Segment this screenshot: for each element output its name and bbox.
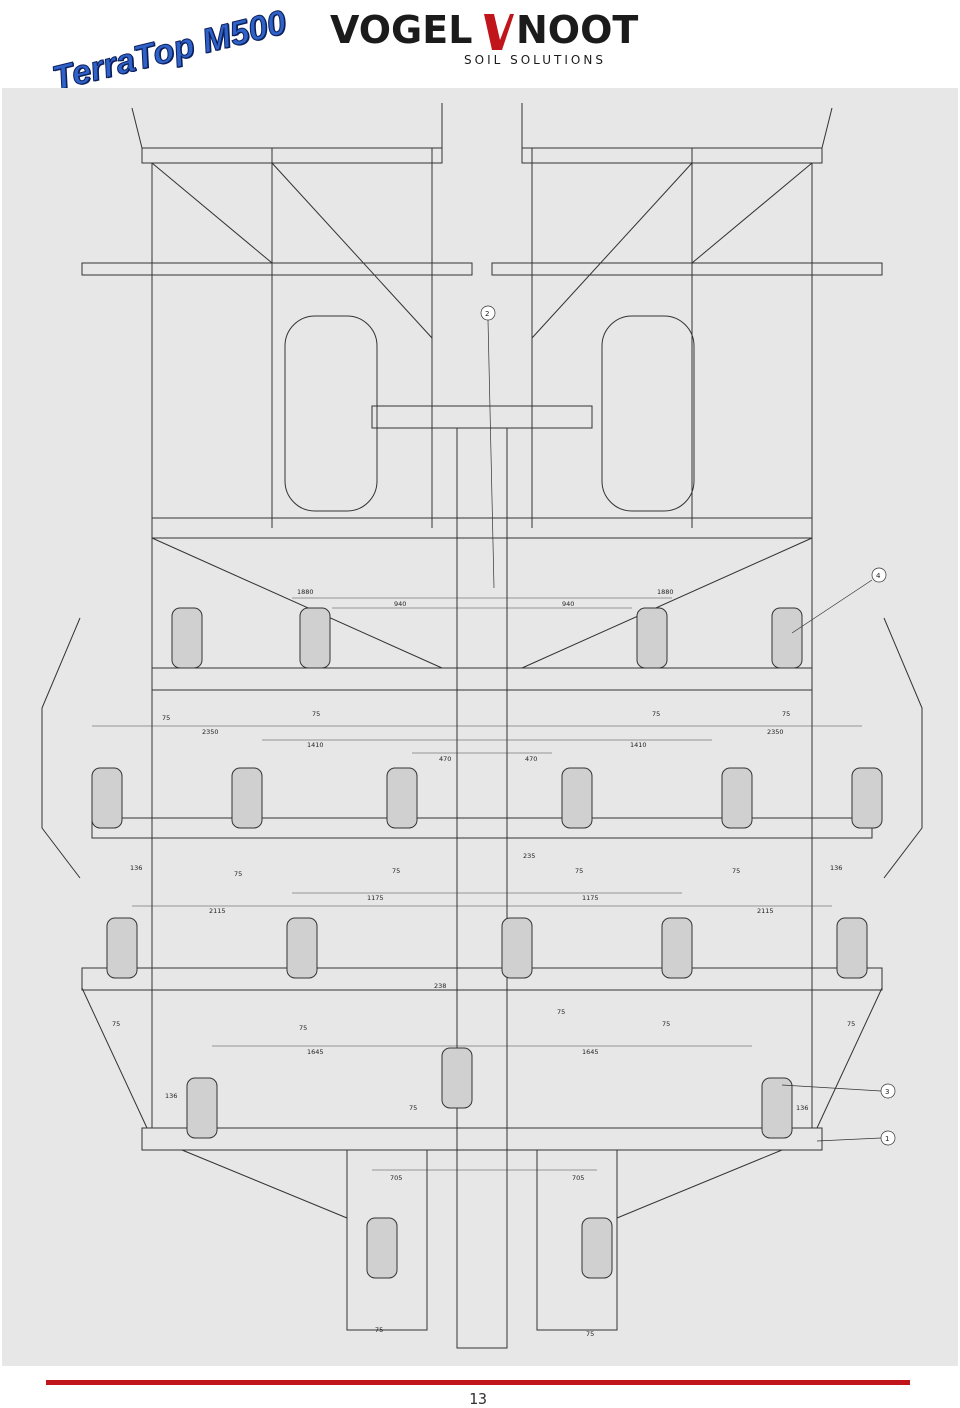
dim-2115-left: 2115 — [209, 907, 226, 915]
dim-2115-right: 2115 — [757, 907, 774, 915]
brand-logo: VOGEL NOOT SOIL SOLUTIONS — [330, 8, 638, 68]
dim-940-right: 940 — [562, 600, 574, 608]
callout-label-4: 4 — [876, 572, 881, 580]
footer-rule — [46, 1380, 910, 1385]
brand-tagline: SOIL SOLUTIONS — [464, 53, 606, 67]
brand-name-right: NOOT — [516, 8, 639, 52]
dim-470-left: 470 — [439, 755, 451, 763]
callout-label-3: 3 — [885, 1088, 889, 1096]
dim-75-b: 75 — [312, 710, 320, 718]
dim-75-g: 75 — [575, 867, 583, 875]
dim-940-left: 940 — [394, 600, 406, 608]
dim-75-k: 75 — [557, 1008, 565, 1016]
dim-75-e: 75 — [234, 870, 242, 878]
dim-470-right: 470 — [525, 755, 537, 763]
wheel-left — [284, 315, 378, 512]
dim-2350-right: 2350 — [767, 728, 784, 736]
dim-75-o: 75 — [375, 1326, 383, 1334]
dim-75-h: 75 — [732, 867, 740, 875]
dim-1645-left: 1645 — [307, 1048, 324, 1056]
dim-705-right: 705 — [572, 1174, 584, 1182]
dim-75-c: 75 — [652, 710, 660, 718]
callout-circle-4 — [871, 567, 887, 583]
dim-1175-right: 1175 — [582, 894, 599, 902]
dim-75-n: 75 — [409, 1104, 417, 1112]
dim-75-a: 75 — [162, 714, 170, 722]
callout-label-2: 2 — [485, 310, 489, 318]
dim-705-left: 705 — [390, 1174, 402, 1182]
dim-136-a: 136 — [130, 864, 142, 872]
dim-75-d: 75 — [782, 710, 790, 718]
frame-row-4 — [141, 1127, 823, 1151]
frame-beam-right-top — [521, 147, 823, 164]
frame-beam-right-mid — [491, 262, 883, 276]
dim-136-d: 136 — [796, 1104, 808, 1112]
wheel-right — [601, 315, 695, 512]
page-number: 13 — [468, 1390, 488, 1408]
dim-1410-right: 1410 — [630, 741, 647, 749]
dim-1880-left: 1880 — [297, 588, 314, 596]
dim-235: 235 — [523, 852, 535, 860]
dim-75-p: 75 — [586, 1330, 594, 1338]
frame-row-2 — [91, 817, 873, 839]
axle — [371, 405, 593, 429]
frame-row-1 — [151, 667, 813, 691]
drawbar — [456, 427, 508, 1349]
dim-238: 238 — [434, 982, 446, 990]
dim-1880-right: 1880 — [657, 588, 674, 596]
callout-label-1: 1 — [885, 1135, 889, 1143]
dim-136-b: 136 — [830, 864, 842, 872]
brand-mark-icon — [484, 14, 514, 50]
frame-beam-left-top — [141, 147, 443, 164]
frame-beam-left-mid — [81, 262, 473, 276]
dim-1645-right: 1645 — [582, 1048, 599, 1056]
dim-2350-left: 2350 — [202, 728, 219, 736]
frame-row-3 — [81, 967, 883, 991]
dim-1410-left: 1410 — [307, 741, 324, 749]
brand-name-left: VOGEL — [330, 8, 473, 52]
dim-75-m: 75 — [847, 1020, 855, 1028]
machine-top-view-drawing: 1880 1880 940 940 75 75 75 75 2350 2350 … — [41, 103, 923, 1349]
dim-1175-left: 1175 — [367, 894, 384, 902]
dim-136-c: 136 — [165, 1092, 177, 1100]
dim-75-j: 75 — [299, 1024, 307, 1032]
technical-drawing: 1880 1880 940 940 75 75 75 75 2350 2350 … — [2, 88, 958, 1366]
product-title: TerraTop M500 — [48, 3, 290, 99]
dim-75-l: 75 — [662, 1020, 670, 1028]
dim-75-i: 75 — [112, 1020, 120, 1028]
dim-75-f: 75 — [392, 867, 400, 875]
